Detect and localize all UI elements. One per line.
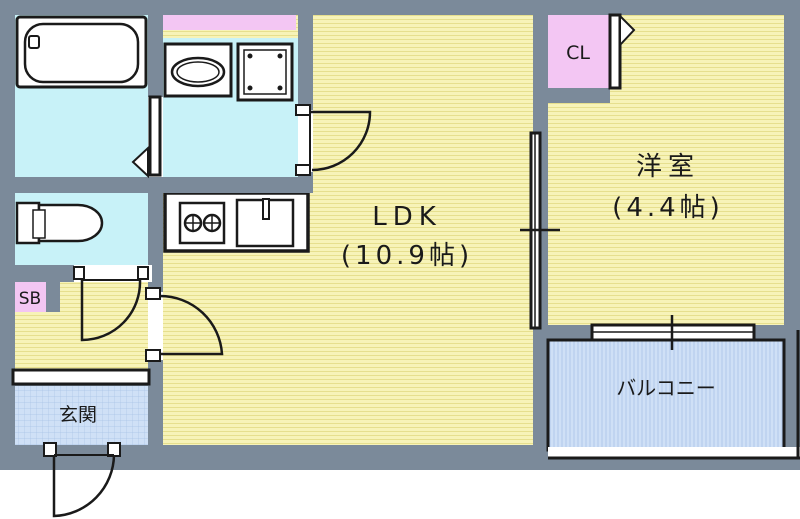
western-room-area-label: (4.4帖) (612, 193, 724, 223)
ldk-label: LDK (372, 202, 442, 232)
bathroom-door (131, 95, 163, 179)
ldk-area-label: (10.9帖) (341, 241, 473, 271)
bathtub-icon (15, 15, 148, 89)
western-room-label: 洋室 (636, 152, 700, 182)
toilet-icon (15, 201, 104, 245)
washing-machine-icon (236, 42, 294, 102)
washbasin-icon (163, 42, 233, 98)
closet-label: CL (566, 42, 590, 64)
storage-shelf (163, 15, 296, 30)
balcony-label: バルコニー (616, 376, 716, 400)
entrance-step (11, 368, 151, 386)
entrance-floor (15, 386, 148, 445)
washroom-door (295, 104, 372, 176)
closet (548, 15, 610, 88)
toilet-door (73, 265, 152, 342)
sliding-door-western (520, 131, 560, 330)
hall-door (145, 287, 224, 362)
balcony-window (590, 315, 756, 350)
balcony-floor (548, 340, 784, 447)
kitchen-counter (163, 191, 310, 253)
entrance-label: 玄関 (59, 404, 97, 426)
closet-door (608, 13, 636, 90)
shoe-box-label: SB (19, 289, 41, 309)
front-door (43, 442, 121, 518)
shoe-box (15, 282, 46, 312)
